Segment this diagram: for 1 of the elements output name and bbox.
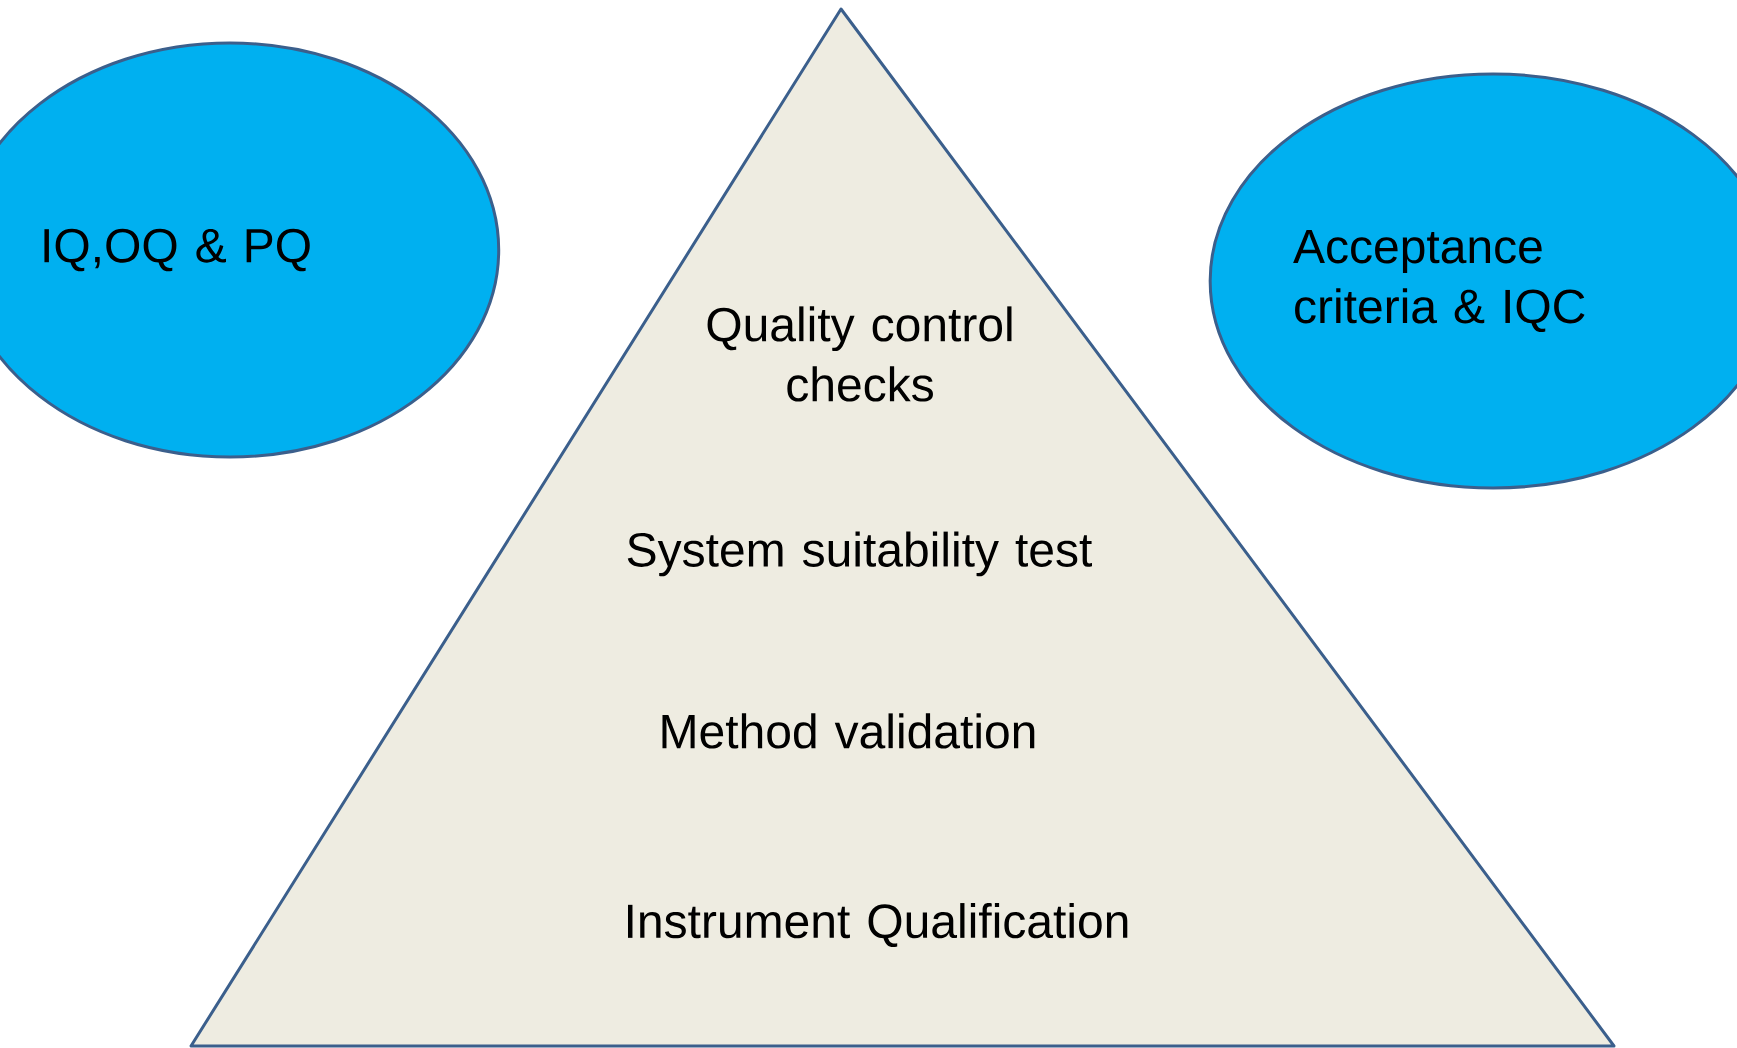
circle-node: Acceptance criteria & IQC bbox=[1208, 72, 1737, 490]
